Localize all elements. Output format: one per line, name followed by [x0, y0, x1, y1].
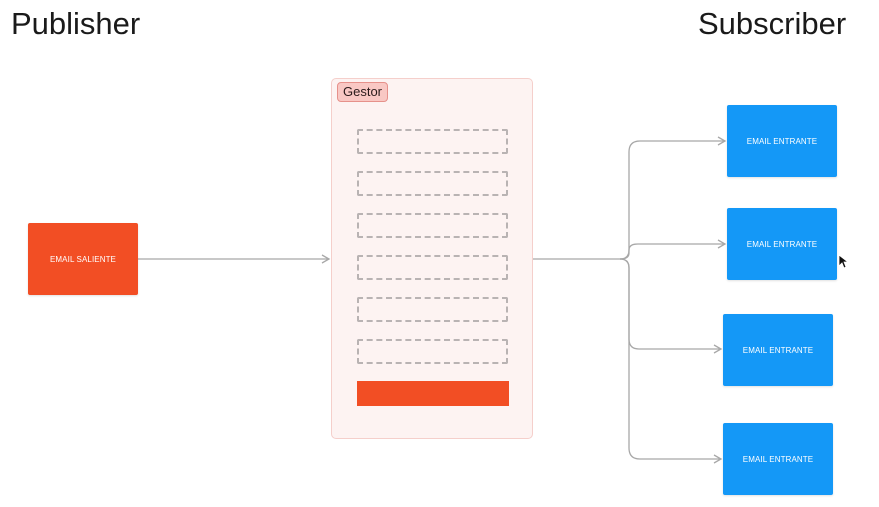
incoming-email-label: EMAIL ENTRANTE [742, 454, 814, 464]
branch-connector-3 [619, 258, 723, 354]
queue-slot [357, 255, 508, 280]
manager-tag: Gestor [337, 82, 389, 102]
branch-connector-2 [619, 239, 727, 260]
queue-slot [357, 129, 508, 154]
incoming-email-label: EMAIL ENTRANTE [746, 239, 818, 249]
manager-panel[interactable]: Gestor [331, 78, 533, 439]
branch-connector-1 [619, 136, 727, 260]
outgoing-email-node[interactable]: EMAIL SALIENTE [28, 223, 138, 295]
incoming-email-node[interactable]: EMAIL ENTRANTE [727, 105, 837, 177]
incoming-email-node[interactable]: EMAIL ENTRANTE [723, 423, 833, 495]
incoming-email-node[interactable]: EMAIL ENTRANTE [727, 208, 837, 280]
queue-slot [357, 339, 508, 364]
queue-slot [357, 171, 508, 196]
mouse-pointer-icon [838, 254, 850, 269]
queue-slot [357, 213, 508, 238]
publisher-heading: Publisher [11, 6, 141, 41]
incoming-email-label: EMAIL ENTRANTE [746, 136, 818, 146]
subscriber-heading: Subscriber [698, 6, 847, 41]
manager-action-bar[interactable] [357, 381, 509, 406]
incoming-email-label: EMAIL ENTRANTE [742, 345, 814, 355]
outgoing-email-label: EMAIL SALIENTE [49, 254, 116, 264]
incoming-email-node[interactable]: EMAIL ENTRANTE [723, 314, 833, 386]
queue-slot [357, 297, 508, 322]
branch-connector-4 [619, 258, 723, 464]
